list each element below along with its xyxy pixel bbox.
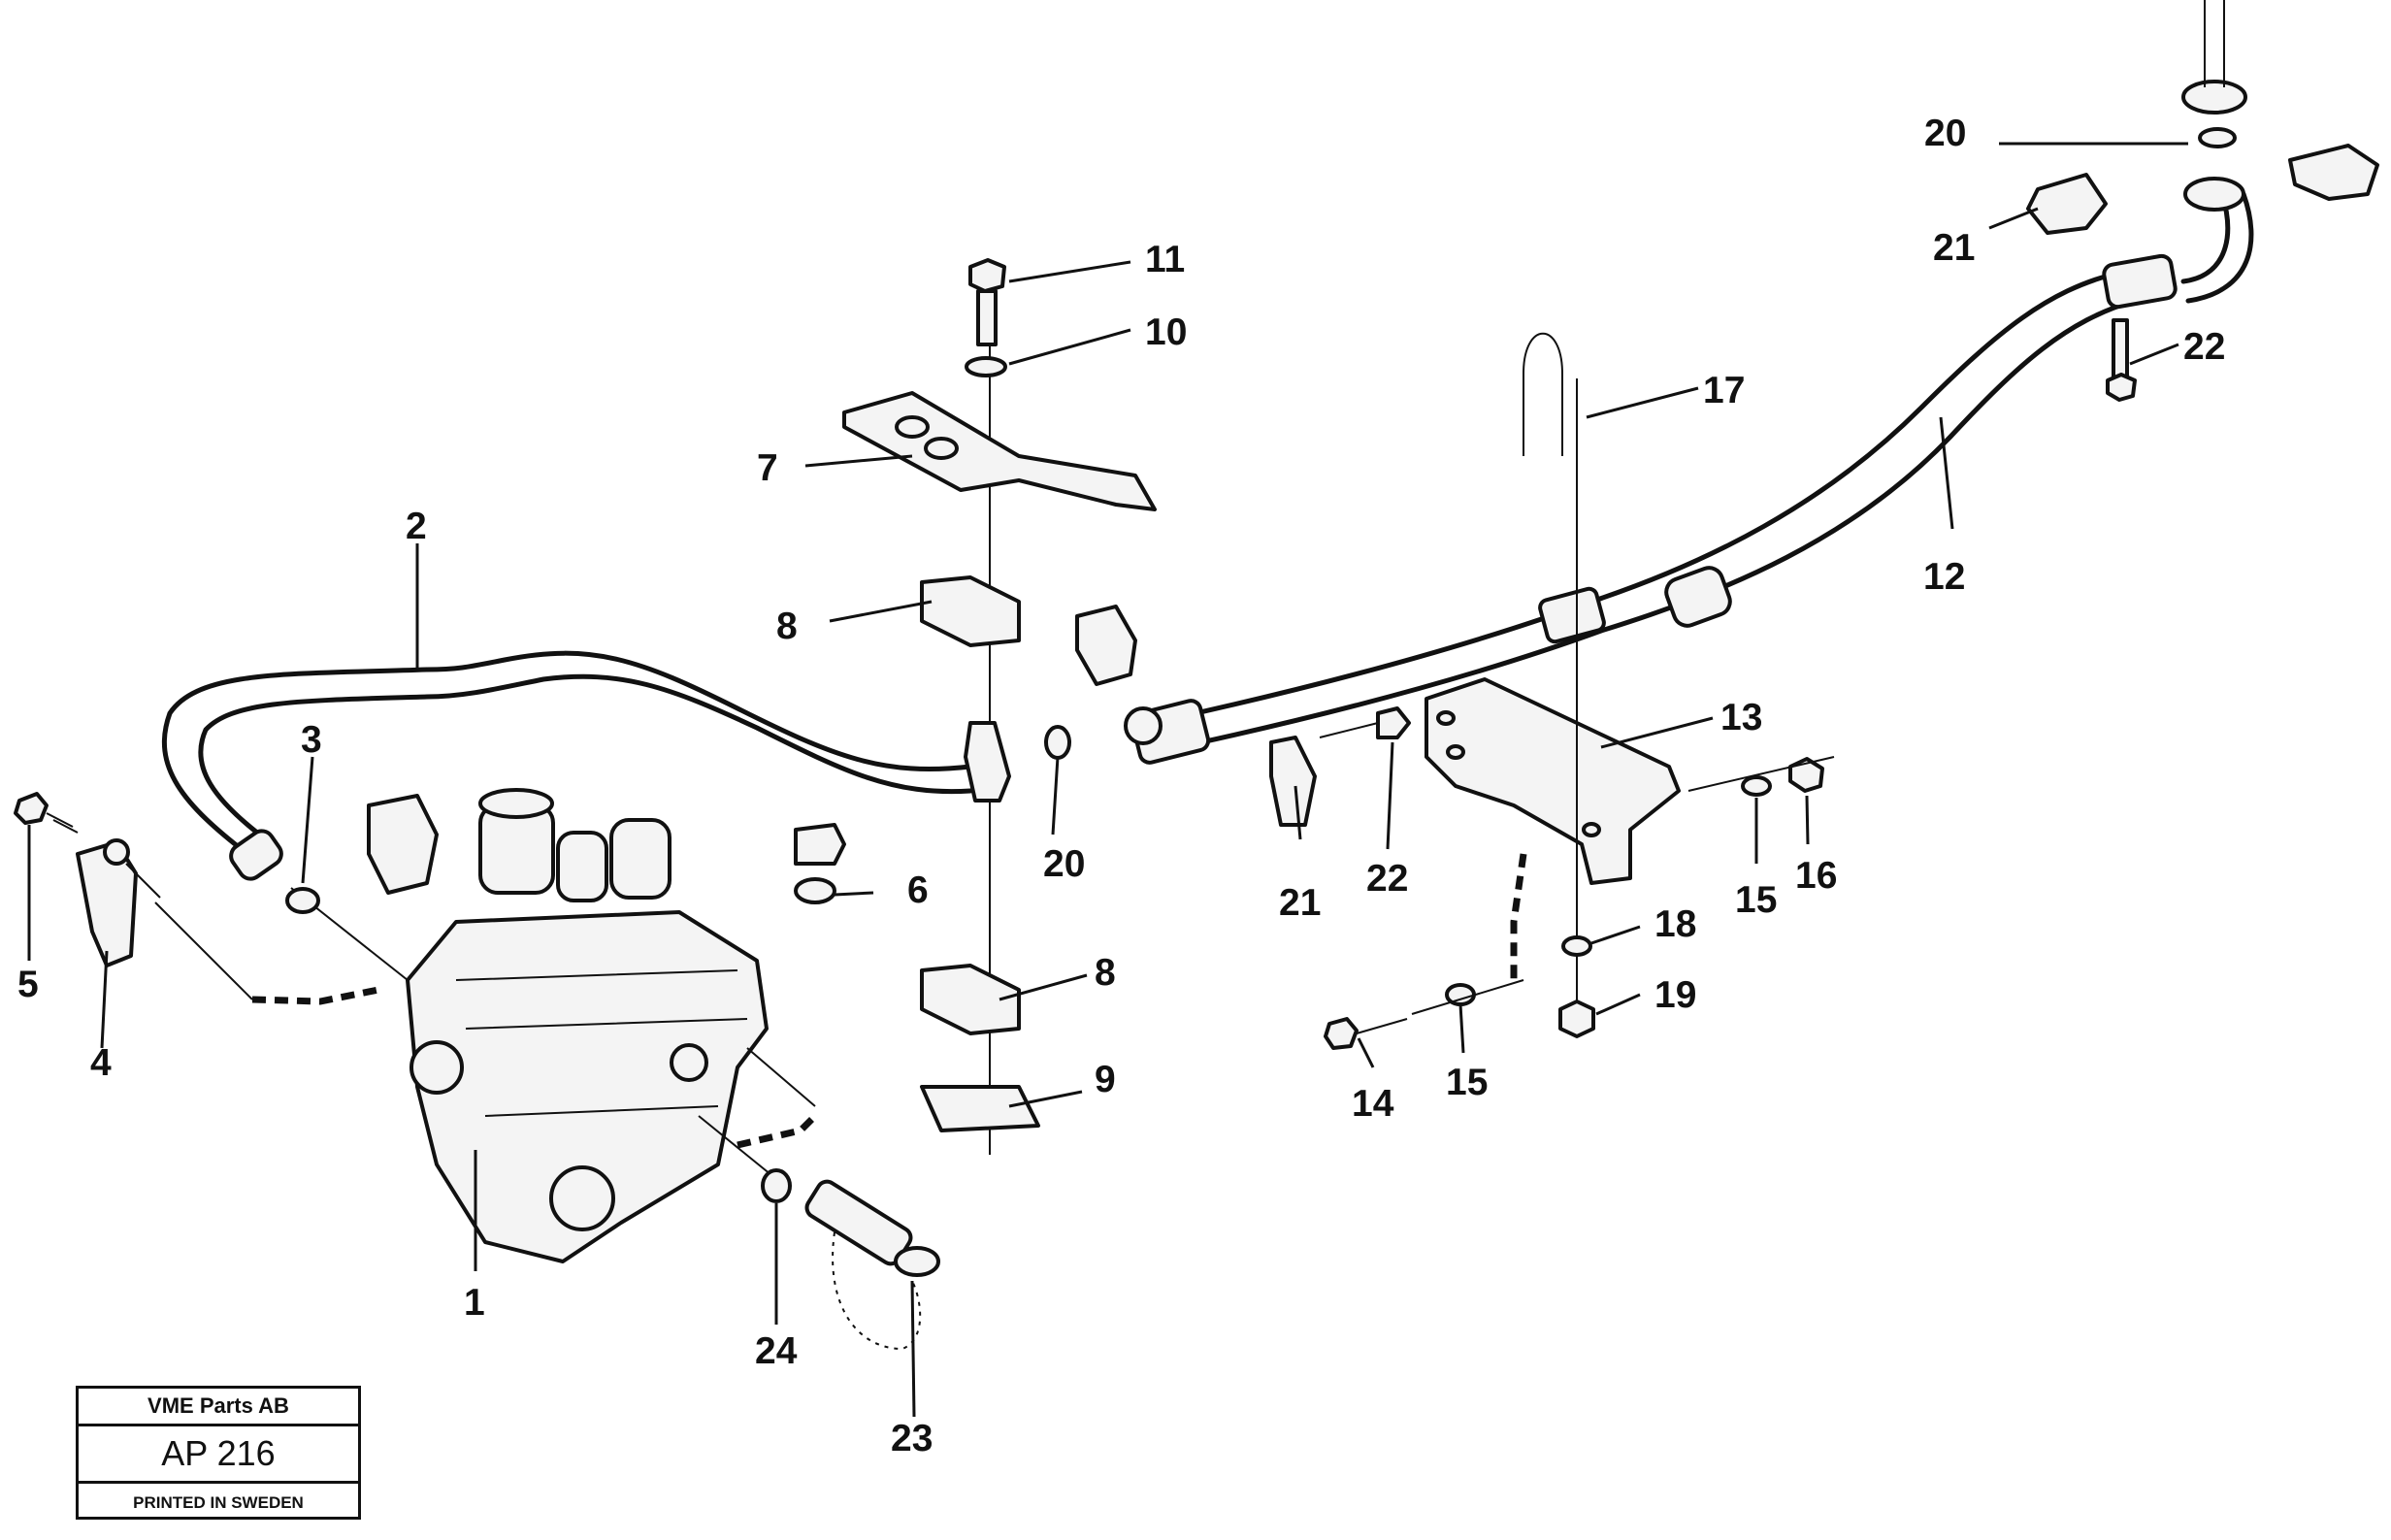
bracket-assembly-13 — [1269, 173, 2137, 1050]
callout-8a: 8 — [776, 606, 798, 647]
clamp-assembly-left — [14, 792, 439, 967]
callout-5: 5 — [17, 964, 39, 1005]
callout-4: 4 — [90, 1042, 112, 1084]
callout-7: 7 — [757, 447, 778, 489]
valve-block-1 — [406, 788, 769, 1263]
callout-1: 1 — [464, 1282, 485, 1324]
callout-19: 19 — [1654, 974, 1696, 1016]
bracket-stack — [794, 258, 1157, 1155]
callout-16: 16 — [1795, 855, 1837, 897]
callout-22b: 22 — [1366, 858, 1408, 900]
callout-13: 13 — [1720, 697, 1762, 738]
callout-8b: 8 — [1095, 952, 1116, 994]
callout-12: 12 — [1923, 556, 1965, 598]
dashed-line — [737, 1113, 818, 1149]
hose-12 — [1124, 0, 2379, 765]
callout-18: 18 — [1654, 903, 1696, 945]
callout-21a: 21 — [1933, 227, 1975, 269]
callout-6: 6 — [907, 869, 929, 911]
callout-20b: 20 — [1043, 843, 1085, 885]
callout-17: 17 — [1703, 370, 1745, 411]
callout-24: 24 — [755, 1330, 798, 1372]
callout-10: 10 — [1145, 311, 1187, 353]
callout-11: 11 — [1145, 239, 1185, 280]
printed-note: PRINTED IN SWEDEN — [133, 1493, 304, 1512]
callout-20a: 20 — [1924, 113, 1966, 154]
dashed-line — [1510, 853, 1527, 980]
dashed-line — [251, 986, 379, 1005]
callout-14: 14 — [1352, 1083, 1394, 1125]
callout-2: 2 — [406, 506, 427, 547]
test-coupling-23 — [698, 1115, 940, 1351]
callout-15b: 15 — [1735, 879, 1777, 921]
callout-23: 23 — [891, 1418, 933, 1459]
callout-15a: 15 — [1446, 1062, 1488, 1103]
callout-3: 3 — [301, 719, 322, 761]
drawing-code: AP 216 — [79, 1426, 358, 1484]
callout-22a: 22 — [2183, 326, 2225, 368]
pipe-2 — [161, 650, 973, 881]
leader-lines — [27, 142, 2188, 1418]
company-name: VME Parts AB — [79, 1389, 358, 1426]
title-block: VME Parts AB AP 216 PRINTED IN SWEDEN — [76, 1386, 361, 1520]
callout-21b: 21 — [1279, 882, 1321, 924]
callout-9: 9 — [1095, 1059, 1116, 1100]
